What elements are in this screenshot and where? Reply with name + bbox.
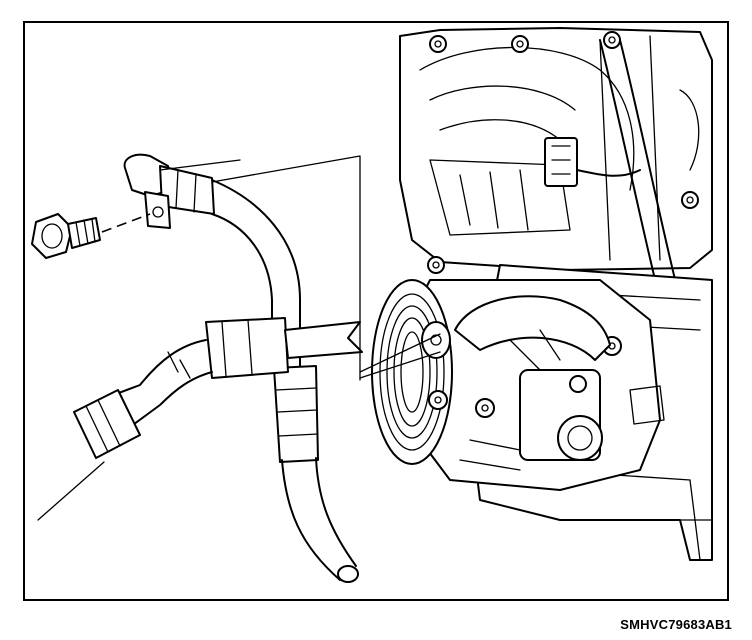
- leader-line: [211, 155, 361, 381]
- bolt: [31, 213, 101, 259]
- alignment-dashed-line: [101, 213, 151, 233]
- leader-line: [159, 159, 241, 171]
- figure-id-label: SMHVC79683AB1: [620, 617, 732, 632]
- ac-hose-assembly: [37, 153, 363, 583]
- leader-line: [359, 333, 441, 373]
- leader-line: [359, 351, 441, 379]
- figure-border: [23, 21, 729, 601]
- compressor: [371, 279, 665, 491]
